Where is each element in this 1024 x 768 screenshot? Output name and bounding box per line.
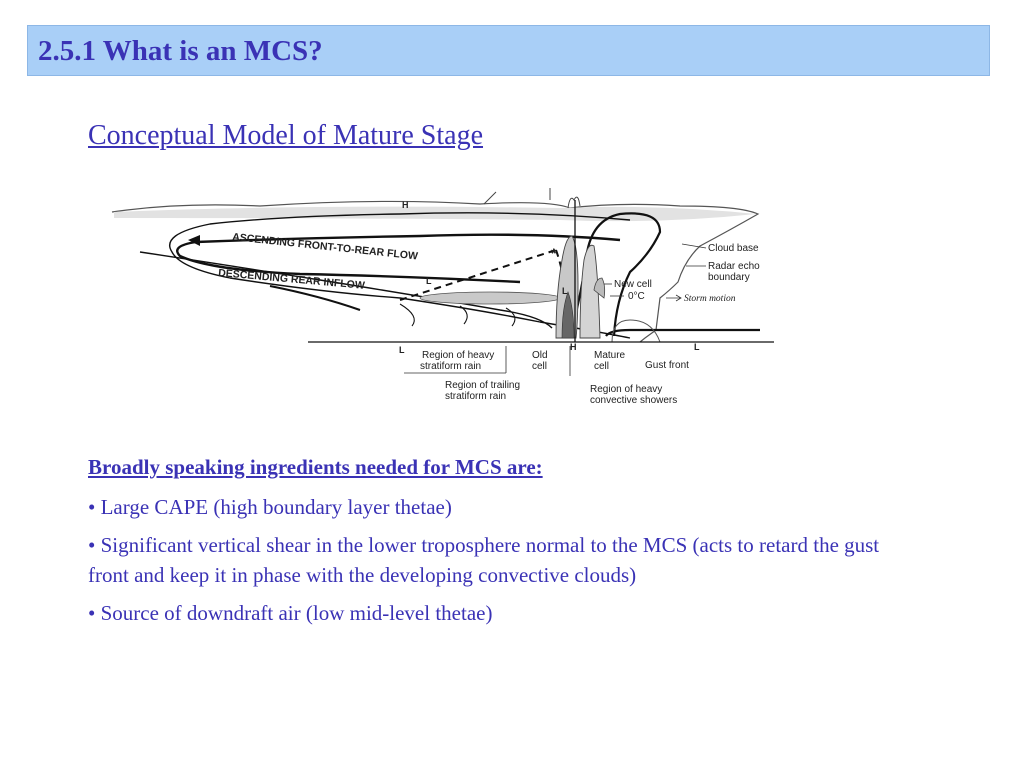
cloud-base-leader <box>681 243 707 249</box>
old-cell-label-1: Old <box>532 350 548 361</box>
high-pressure-bottom-label: H <box>570 342 577 352</box>
mature-cell-shape <box>579 244 601 339</box>
gust-front-label: Gust front <box>645 360 689 371</box>
upper-flow-tick <box>483 191 497 205</box>
downdraft-arrow-1 <box>399 303 415 327</box>
radar-echo-label-1: Radar echo <box>708 261 760 272</box>
bullet-item: • Large CAPE (high boundary layer thetae… <box>88 495 452 519</box>
ascending-flow-arrow <box>176 233 621 284</box>
mature-cell-label-1: Mature <box>594 350 626 361</box>
convective-region-label-1: Region of heavy <box>590 384 662 395</box>
heavy-stratiform-label-2: stratiform rain <box>420 361 481 372</box>
new-cell-shape <box>593 277 606 299</box>
inflow-arrow <box>605 328 761 337</box>
old-cell-label-2: cell <box>532 361 547 372</box>
ingredients-heading: Broadly speaking ingredients needed for … <box>88 455 543 479</box>
cloud-base-label: Cloud base <box>708 243 759 254</box>
low-pressure-left-label: L <box>399 345 405 355</box>
trailing-region-label-1: Region of trailing <box>445 380 520 391</box>
cloud-outline <box>111 200 760 343</box>
convective-region-label-2: convective showers <box>590 395 677 406</box>
new-cell-label: New cell <box>614 279 652 290</box>
radar-echo-label-2: boundary <box>708 272 750 283</box>
ascending-arrowhead <box>188 235 200 246</box>
trailing-region-label-2: stratiform rain <box>445 391 506 402</box>
downdraft-arrow-2 <box>459 305 468 325</box>
anvil-shading <box>114 206 756 222</box>
downdraft-arrow-3 <box>505 307 516 327</box>
outer-circulation <box>169 212 631 339</box>
high-pressure-top-label: H <box>402 200 409 210</box>
low-pressure-upper-label: L <box>426 276 432 286</box>
storm-motion-arrow <box>666 294 682 302</box>
rear-inflow-lower-arrow <box>269 285 361 311</box>
star-marker: * <box>551 245 557 261</box>
bullet-item: • Significant vertical shear in the lowe… <box>88 533 880 587</box>
title-bar: 2.5.1 What is an MCS? <box>27 25 990 76</box>
mcs-diagram-svg: ASCENDING FRONT-TO-REAR FLOW DESCENDING … <box>111 188 774 406</box>
diagram-subtitle: Conceptual Model of Mature Stage <box>88 120 484 151</box>
overshooting-top <box>567 196 581 209</box>
mature-cell-core <box>561 291 575 339</box>
ingredients-section: Broadly speaking ingredients needed for … <box>88 452 918 636</box>
gust-front-curve <box>611 319 661 343</box>
mature-cell-label-2: cell <box>594 361 609 372</box>
heavy-stratiform-label-1: Region of heavy <box>422 350 494 361</box>
low-pressure-right-label: L <box>694 342 700 352</box>
zero-c-label: 0°C <box>628 291 645 302</box>
melting-layer-band <box>419 291 561 305</box>
low-pressure-cell-label: L <box>562 286 568 296</box>
mcs-conceptual-diagram: ASCENDING FRONT-TO-REAR FLOW DESCENDING … <box>100 180 780 415</box>
descending-rear-inflow-arrow <box>139 251 553 329</box>
storm-motion-label: Storm motion <box>684 294 736 304</box>
bullet-item: • Source of downdraft air (low mid-level… <box>88 601 493 625</box>
descending-flow-label: DESCENDING REAR INFLOW <box>218 267 366 292</box>
slide-title: 2.5.1 What is an MCS? <box>38 35 323 67</box>
dashed-trajectory-1 <box>399 249 557 301</box>
